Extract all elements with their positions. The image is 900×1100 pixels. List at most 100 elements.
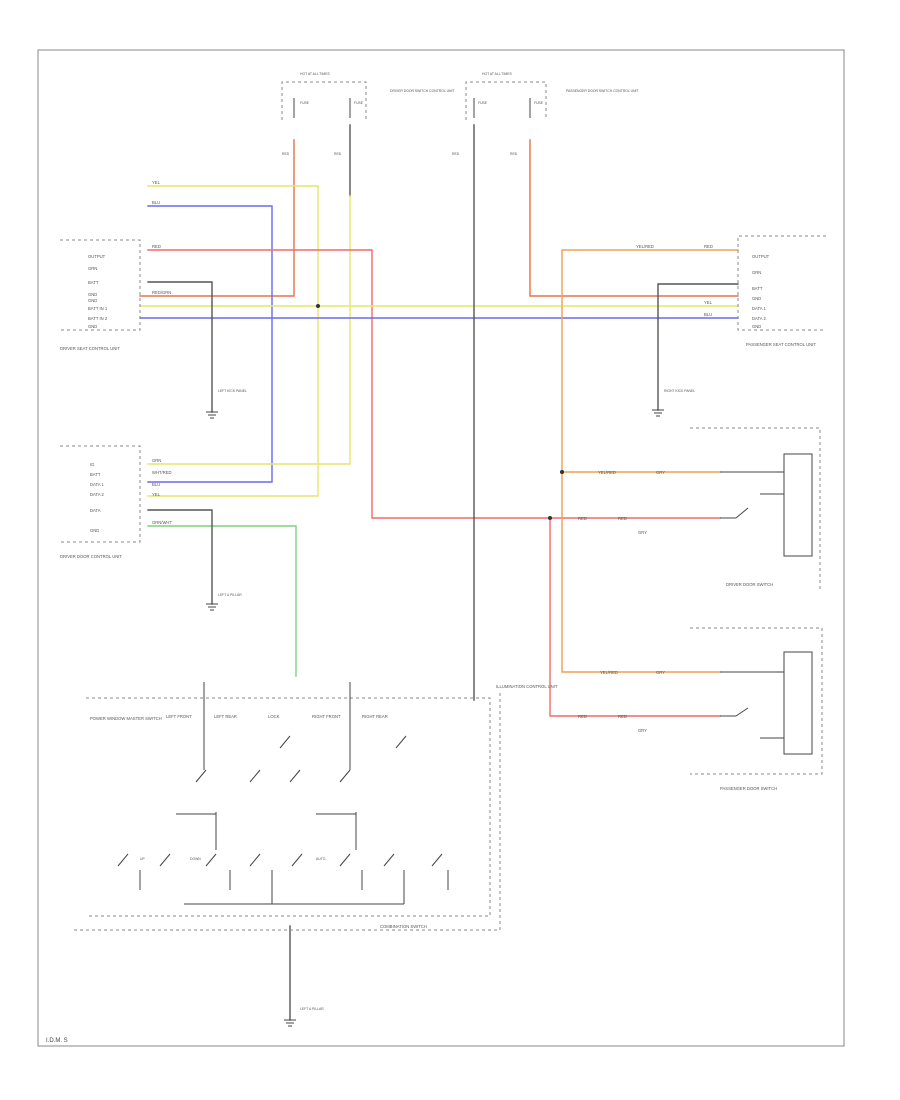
left-seat-pin-3: GND	[88, 292, 97, 297]
wire-red-passenger	[549, 517, 721, 717]
left-door-pin-5: GND	[90, 528, 99, 533]
ground-icon	[652, 409, 664, 417]
driver-switch-wire-3: RED	[618, 516, 627, 521]
left-seat-name: DRIVER SEAT CONTROL UNIT	[60, 346, 120, 351]
fuse-left-a: FUSE	[300, 101, 310, 105]
right-seat-pin-1: GRN	[752, 270, 761, 275]
fuse-box-left: HOT AT ALL TIMES FUSE FUSE RED RED	[281, 72, 367, 156]
switch-panel-side-label: ILLUMINATION CONTROL UNIT	[496, 684, 558, 689]
left-seat-pin-2: BATT	[88, 280, 99, 285]
right-seat-pin-2: BATT	[752, 286, 763, 291]
fuse-note-right: PASSENGER DOOR SWITCH CONTROL UNIT	[566, 89, 639, 93]
splice-orange	[560, 470, 564, 474]
driver-door-switch: YEL/RED GRY RED RED GRY DRIVER DOOR SWIT…	[578, 427, 821, 592]
left-seat-pin-0: OUTPUT	[88, 254, 106, 259]
right-seat-module: OUTPUT GRN BATT GND DATA 1 DATA 2 GND YE…	[636, 235, 826, 393]
wire-red-output	[147, 249, 721, 519]
left-door-pin-1: BATT	[90, 472, 101, 477]
left-door-name: DRIVER DOOR CONTROL UNIT	[60, 554, 122, 559]
left-door-pin-3: DATA 2	[90, 492, 104, 497]
fuse-left-wire-b: RED	[334, 152, 342, 156]
passenger-door-switch: YEL/RED GRY RED RED GRY PASSENGER DOOR S…	[578, 627, 823, 791]
wire-orange-right-drop2	[561, 471, 721, 673]
left-seat-module: OUTPUT GRN BATT GND GND BATT IN 1 BATT I…	[60, 180, 247, 393]
left-door-wire-3: YEL	[152, 492, 161, 497]
passenger-switch-label: PASSENGER DOOR SWITCH	[720, 786, 777, 791]
left-door-wire-4: GRN/WHT	[152, 520, 172, 525]
fuse-left-b: FUSE	[354, 101, 364, 105]
driver-switch-label: DRIVER DOOR SWITCH	[726, 582, 773, 587]
wire-orange-right-drop	[561, 249, 739, 473]
right-seat-name: PASSENGER SEAT CONTROL UNIT	[746, 342, 816, 347]
passenger-switch-wire-0: YEL/RED	[600, 670, 618, 675]
driver-switch-wire-2: RED	[578, 516, 587, 521]
left-seat-pin-1: GRN	[88, 266, 97, 271]
fuse-left-wire-a: RED	[282, 152, 290, 156]
switch-panel: POWER WINDOW MASTER SWITCH LEFT FRONT LE…	[86, 682, 491, 917]
switch-panel-ground: LEFT A PILLAR	[300, 1007, 324, 1011]
wire-blue-upper	[147, 205, 273, 483]
fuse-right-wire-b: RED	[510, 152, 518, 156]
fuse-box-left-header: HOT AT ALL TIMES	[300, 72, 331, 76]
fuse-note-left: DRIVER DOOR SWITCH CONTROL UNIT	[390, 89, 455, 93]
passenger-switch-wire-3: RED	[618, 714, 627, 719]
switch-panel-bus-label: COMBINATION SWITCH	[380, 924, 427, 929]
passenger-switch-wire-1: GRY	[656, 670, 665, 675]
left-seat-pin-7: GND	[88, 324, 97, 329]
switch-col-4: RIGHT REAR	[362, 714, 388, 719]
switch-row-down: DOWN	[190, 857, 201, 861]
right-seat-pin-5: DATA 2	[752, 316, 766, 321]
left-seat-pin-5: BATT IN 1	[88, 306, 108, 311]
wire-yellow-upper	[147, 185, 319, 497]
passenger-switch-wire-2: RED	[578, 714, 587, 719]
ground-icon	[284, 1019, 296, 1027]
left-door-pin-2: DATA 1	[90, 482, 104, 487]
switch-col-1: LEFT REAR	[214, 714, 237, 719]
wire-ground-left-door	[147, 509, 213, 605]
fuse-box-right-header: HOT AT ALL TIMES	[482, 72, 513, 76]
passenger-switch-wire-4: GRY	[638, 728, 647, 733]
wire-grey-left-drop	[147, 195, 351, 465]
left-door-wire-0: GRN	[152, 458, 161, 463]
switch-col-0: LEFT FRONT	[166, 714, 192, 719]
right-seat-pin-4: DATA 1	[752, 306, 766, 311]
footer-label: I.D.M. S	[46, 1038, 68, 1044]
left-door-module: IG BATT DATA 1 DATA 2 DATA GND GRN WHT/R…	[60, 445, 242, 597]
fuse-right-b: FUSE	[534, 101, 544, 105]
splice-red	[548, 516, 552, 520]
wire-orange-right-feed	[529, 139, 739, 297]
diagram-frame	[37, 49, 845, 1047]
switch-panel-name: POWER WINDOW MASTER SWITCH	[90, 716, 162, 721]
right-seat-wire-2: BLU	[704, 312, 712, 317]
fuse-box-right: HOT AT ALL TIMES FUSE FUSE RED RED	[452, 72, 547, 156]
wire-green-panel	[147, 525, 297, 677]
fuse-right-wire-a: RED	[452, 152, 460, 156]
left-seat-ground: LEFT KICK PANEL	[218, 389, 247, 393]
switch-col-3: RIGHT FRONT	[312, 714, 341, 719]
switch-row-auto: AUTO	[316, 857, 326, 861]
switch-col-2: LOCK	[268, 714, 280, 719]
left-door-wire-2: BLU	[152, 482, 160, 487]
right-seat-wire-3: YEL	[704, 300, 713, 305]
driver-switch-wire-4: GRY	[638, 530, 647, 535]
left-seat-wire-0: RED	[152, 244, 161, 249]
wire-ground-left-seat	[147, 281, 213, 413]
switch-panel-bus	[74, 690, 501, 931]
right-seat-wire-0: YEL/RED	[636, 244, 654, 249]
wire-ground-right-seat	[657, 283, 739, 411]
left-seat-wire-3: BLU	[152, 200, 160, 205]
left-seat-pin-6: BATT IN 2	[88, 316, 108, 321]
driver-switch-wire-0: YEL/RED	[598, 470, 616, 475]
left-door-pin-4: DATA	[90, 508, 101, 513]
left-door-wire-1: WHT/RED	[152, 470, 172, 475]
ground-icon	[206, 603, 218, 611]
left-door-pin-0: IG	[90, 462, 94, 467]
splice-yellow	[316, 304, 320, 308]
driver-switch-wire-1: GRY	[656, 470, 665, 475]
left-seat-wire-1: RED/GRN	[152, 290, 171, 295]
left-door-ground: LEFT A PILLAR	[218, 593, 242, 597]
switch-row-up: UP	[140, 857, 145, 861]
right-seat-wire-1: RED	[704, 244, 713, 249]
fuse-right-a: FUSE	[478, 101, 488, 105]
